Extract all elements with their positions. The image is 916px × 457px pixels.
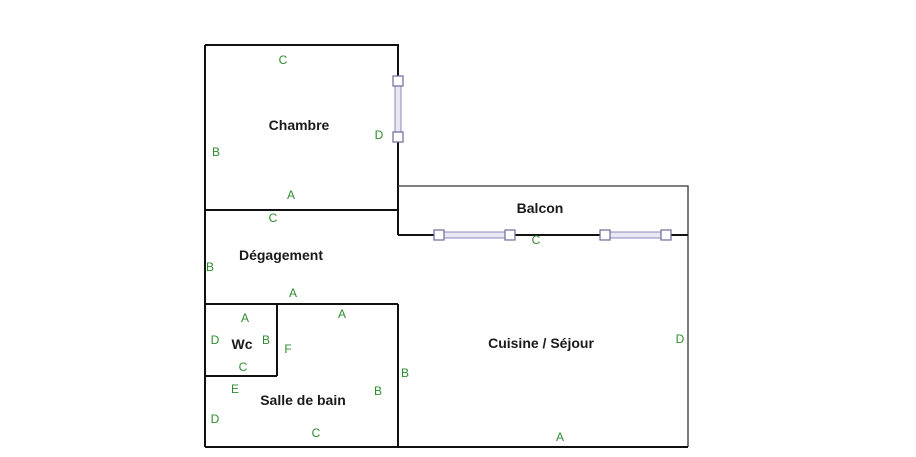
wall-label: A [556, 430, 564, 444]
wall-label: A [338, 307, 346, 321]
room-salle-de-bain: Salle de bain [260, 392, 346, 408]
wall-label: C [532, 233, 541, 247]
window-cuisine-left [433, 229, 516, 241]
walls [204, 44, 689, 448]
room-degagement: Dégagement [239, 247, 323, 263]
room-cuisine-sejour: Cuisine / Séjour [488, 335, 594, 351]
room-balcon: Balcon [517, 200, 564, 216]
wall-label: B [262, 333, 270, 347]
wall-label: D [676, 332, 685, 346]
wall-label: C [279, 53, 288, 67]
wall-label: A [289, 286, 297, 300]
wall-label: C [239, 360, 248, 374]
balcon-outline [398, 185, 689, 235]
window-chambre [392, 75, 404, 143]
wall-label: A [287, 188, 295, 202]
wall-label: B [212, 145, 220, 159]
room-wc: Wc [232, 336, 253, 352]
wall-label: C [312, 426, 321, 440]
wall-label: C [269, 211, 278, 225]
wall-labels: C B D A C B A A D B C A F E D B C C B D … [206, 53, 685, 444]
wall-label: A [241, 311, 249, 325]
wall-label: B [374, 384, 382, 398]
wall-label: B [206, 260, 214, 274]
wall-label: E [231, 382, 239, 396]
wall-label: F [284, 342, 291, 356]
wall-label: D [375, 128, 384, 142]
wall-label: D [211, 333, 220, 347]
window-cuisine-right [599, 229, 672, 241]
wall-label: B [401, 366, 409, 380]
room-chambre: Chambre [269, 117, 330, 133]
wall-label: D [211, 412, 220, 426]
